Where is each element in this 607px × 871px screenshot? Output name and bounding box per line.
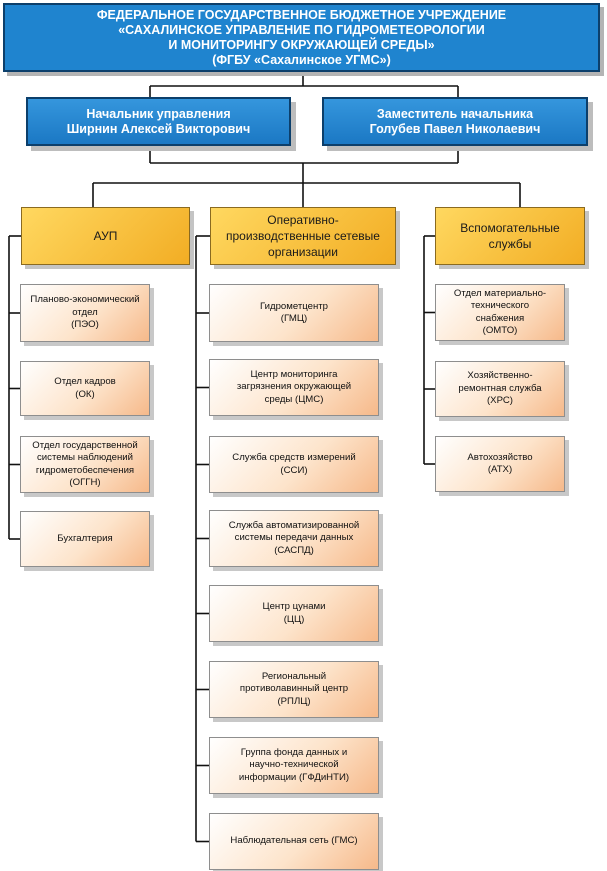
unit-operative-2-line: Центр мониторинга <box>250 368 338 380</box>
unit-auxiliary-2-line: Хозяйственно- <box>467 370 533 382</box>
unit-aup-3-line: (ОГГН) <box>69 477 101 488</box>
department-aup-line: АУП <box>93 229 118 243</box>
head-of-department-box: Начальник управления Ширнин Алексей Викт… <box>26 97 291 146</box>
unit-auxiliary-1-line: Отдел материально- <box>453 287 547 299</box>
department-operative: Оперативно-производственные сетевые орган… <box>210 207 396 265</box>
unit-auxiliary-1-line: снабжения <box>475 312 525 324</box>
unit-auxiliary-2-line: ремонтная служба <box>458 382 542 394</box>
unit-aup-3-line: Отдел государственной <box>32 439 138 451</box>
unit-auxiliary-3-line: (АТХ) <box>487 464 513 475</box>
organization-header: ФЕДЕРАЛЬНОЕ ГОСУДАРСТВЕННОЕ БЮДЖЕТНОЕ УЧ… <box>3 3 600 72</box>
department-auxiliary: Вспомогательные службы <box>435 207 585 265</box>
deputy-name: Голубев Павел Николаевич <box>369 121 541 136</box>
unit-operative-6-line: противолавинный центр <box>239 683 349 695</box>
unit-operative-1-line: (ГМЦ) <box>280 313 308 324</box>
department-operative-line: организации <box>268 245 338 259</box>
unit-auxiliary-1-line: (ОМТО) <box>482 325 518 336</box>
unit-aup-2-line: (ОК) <box>75 388 95 400</box>
unit-aup-3-line: системы наблюдений <box>37 452 133 463</box>
unit-auxiliary-1-line: технического <box>470 300 530 311</box>
unit-auxiliary-3: Автохозяйство(АТХ) <box>435 436 565 492</box>
department-auxiliary-line: службы <box>488 237 532 251</box>
unit-aup-2-line: Отдел кадров <box>54 376 116 387</box>
deputy-head-box: Заместитель начальника Голубев Павел Ник… <box>322 97 588 146</box>
head-title: Начальник управления <box>86 106 231 121</box>
unit-operative-2-line: среды (ЦМС) <box>264 393 324 405</box>
unit-auxiliary-2-line: (ХРС) <box>486 395 513 407</box>
unit-operative-5: Центр цунами(ЦЦ) <box>209 585 379 642</box>
header-line-1: ФЕДЕРАЛЬНОЕ ГОСУДАРСТВЕННОЕ БЮДЖЕТНОЕ УЧ… <box>96 7 507 22</box>
unit-operative-5-line: (ЦЦ) <box>283 613 305 625</box>
unit-operative-1-line: Гидрометцентр <box>259 300 329 312</box>
department-operative-line: Оперативно- <box>267 213 339 227</box>
unit-auxiliary-2: Хозяйственно-ремонтная служба(ХРС) <box>435 361 565 417</box>
department-operative-line: производственные сетевые <box>226 229 380 243</box>
unit-aup-1-line: отдел <box>72 306 98 318</box>
unit-operative-4-line: (САСПД) <box>274 544 314 556</box>
head-name: Ширнин Алексей Викторович <box>66 121 251 136</box>
header-line-4: (ФГБУ «Сахалинское УГМС») <box>212 52 391 67</box>
unit-operative-5-line: Центр цунами <box>262 601 326 612</box>
unit-operative-3-line: (ССИ) <box>280 464 308 476</box>
department-auxiliary-line: Вспомогательные <box>460 221 560 235</box>
unit-aup-3-line: гидрометобеспечения <box>35 464 135 476</box>
unit-aup-4: Бухгалтерия <box>20 511 150 567</box>
unit-operative-6-line: (РПЛЦ) <box>277 695 311 707</box>
unit-aup-1-line: Планово-экономический <box>30 294 140 306</box>
unit-operative-1: Гидрометцентр(ГМЦ) <box>209 284 379 342</box>
unit-operative-6-line: Региональный <box>261 670 327 682</box>
department-aup: АУП <box>21 207 190 265</box>
unit-operative-3: Служба средств измерений(ССИ) <box>209 436 379 493</box>
unit-operative-7-line: научно-технической <box>249 759 339 771</box>
unit-operative-3-line: Служба средств измерений <box>232 452 356 463</box>
unit-operative-2-line: загрязнения окружающей <box>236 381 352 393</box>
unit-operative-8-line: Наблюдательная сеть (ГМС) <box>230 835 358 847</box>
deputy-title: Заместитель начальника <box>376 106 534 121</box>
header-line-2: «САХАЛИНСКОЕ УПРАВЛЕНИЕ ПО ГИДРОМЕТЕОРОЛ… <box>118 22 485 37</box>
header-line-3: И МОНИТОРИНГУ ОКРУЖАЮЩЕЙ СРЕДЫ» <box>168 37 435 52</box>
unit-operative-7-line: Группа фонда данных и <box>240 746 348 758</box>
unit-operative-4-line: Служба автоматизированной <box>228 519 360 531</box>
unit-operative-7-line: информации (ГФДиНТИ) <box>238 771 350 783</box>
unit-aup-1-line: (ПЭО) <box>71 319 99 331</box>
unit-operative-4-line: системы передачи данных <box>234 532 354 544</box>
unit-aup-4-line: Бухгалтерия <box>57 532 113 544</box>
unit-auxiliary-3-line: Автохозяйство <box>467 451 533 463</box>
unit-aup-2: Отдел кадров(ОК) <box>20 361 150 416</box>
unit-operative-8: Наблюдательная сеть (ГМС) <box>209 813 379 870</box>
